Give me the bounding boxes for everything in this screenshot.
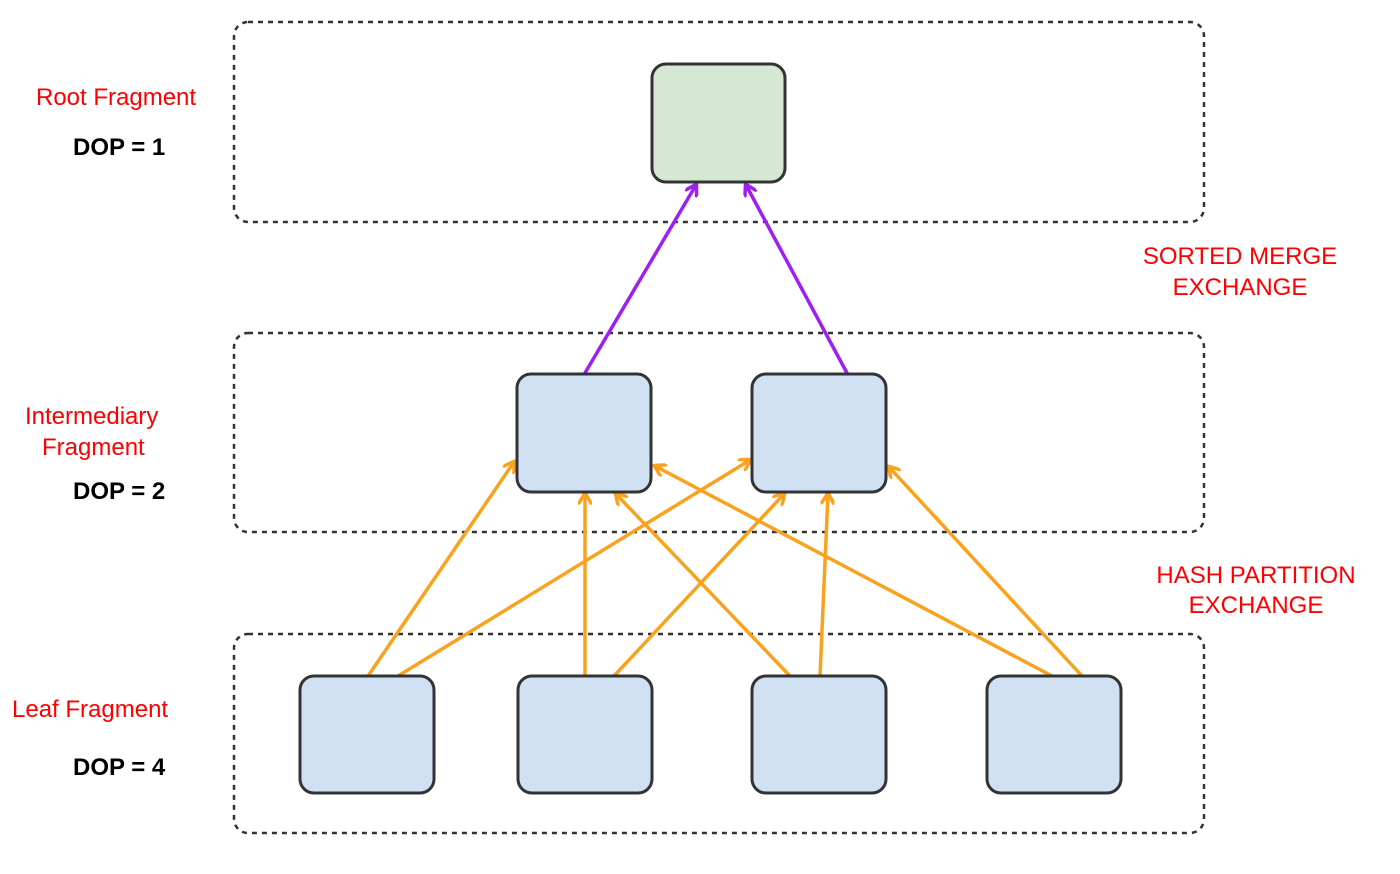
merge-arrow <box>583 185 696 375</box>
leaf-node <box>750 674 888 795</box>
leaf-fragment-container <box>232 632 1206 835</box>
sorted-merge-arrows <box>583 185 849 375</box>
hash-arrow <box>366 462 514 678</box>
hash-partition-exchange-label-line2: EXCHANGE <box>1188 592 1324 619</box>
merge-arrow <box>746 185 849 375</box>
hash-arrow <box>889 467 1084 678</box>
hash-arrow <box>612 494 784 678</box>
intermediary-fragment-label-line1: Intermediary <box>25 403 159 430</box>
hash-arrow <box>396 460 750 678</box>
intermediary-node <box>750 372 888 494</box>
intermediary-fragment-container <box>232 331 1206 534</box>
hash-arrow <box>616 494 792 678</box>
intermediary-dop-label: DOP = 2 <box>73 478 166 505</box>
root-node <box>650 62 787 184</box>
leaf-node <box>298 674 436 795</box>
root-dop-label: DOP = 1 <box>73 134 166 161</box>
hash-arrow <box>818 494 828 678</box>
leaf-dop-label: DOP = 4 <box>73 754 166 781</box>
intermediary-node <box>515 372 653 494</box>
leaf-fragment-label: Leaf Fragment <box>12 696 169 723</box>
sorted-merge-exchange-label-line1: SORTED MERGE <box>1142 243 1338 270</box>
sorted-merge-exchange-label-line2: EXCHANGE <box>1172 274 1308 301</box>
hash-partition-arrows <box>366 460 1084 678</box>
root-fragment-label: Root Fragment <box>36 84 197 111</box>
leaf-node <box>985 674 1123 795</box>
hash-arrow <box>655 466 1054 678</box>
hash-partition-exchange-label-line1: HASH PARTITION <box>1156 562 1356 589</box>
intermediary-fragment-label-line2: Fragment <box>42 434 145 461</box>
root-fragment-container <box>232 20 1206 224</box>
leaf-node <box>516 674 654 795</box>
